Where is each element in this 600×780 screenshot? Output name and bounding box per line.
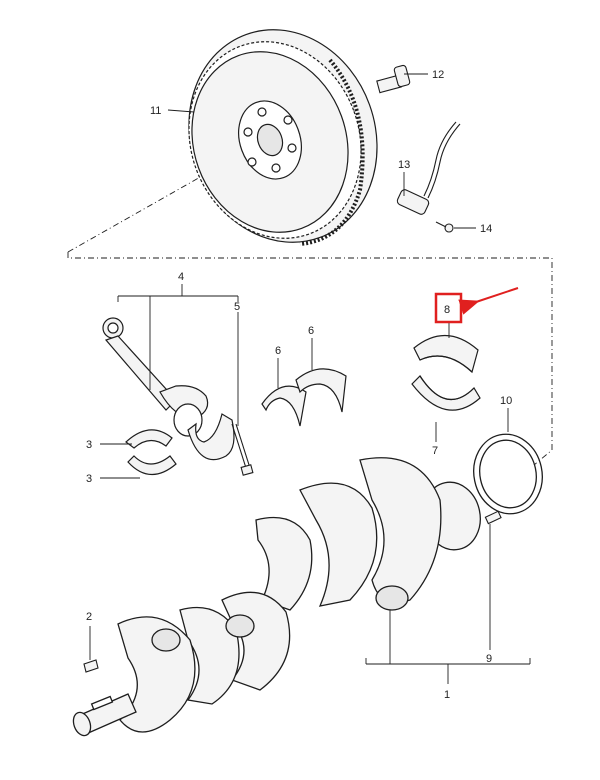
- callout-3a[interactable]: 3: [86, 439, 92, 451]
- callout-4[interactable]: 4: [178, 271, 184, 283]
- rod-bearing-upper[interactable]: [125, 429, 173, 449]
- rod-bearing-lower[interactable]: [127, 455, 177, 476]
- callout-6b[interactable]: 6: [308, 325, 314, 337]
- thrust-washer-left[interactable]: [261, 385, 307, 427]
- connecting-rod[interactable]: [102, 317, 209, 437]
- callout-10[interactable]: 10: [500, 395, 512, 407]
- thrust-washer-right[interactable]: [295, 368, 347, 413]
- crankshaft[interactable]: [70, 457, 486, 738]
- callout-9[interactable]: 9: [486, 653, 492, 665]
- rod-bolt[interactable]: [231, 423, 254, 476]
- callouts: 11 12 13 14 4 5 6 6 3 3 7 10 9 2 1 8: [86, 69, 519, 701]
- flywheel-bolt[interactable]: [376, 64, 411, 94]
- callout-6a[interactable]: 6: [275, 345, 281, 357]
- sensor-screw[interactable]: [435, 221, 454, 233]
- main-bearing-lower[interactable]: [411, 375, 481, 411]
- crank-sensor[interactable]: [396, 121, 461, 216]
- callout-8[interactable]: 8: [444, 304, 450, 316]
- callout-5[interactable]: 5: [234, 301, 240, 313]
- woodruff-key[interactable]: [83, 659, 99, 673]
- callout-2[interactable]: 2: [86, 611, 92, 623]
- highlight-arrow: [458, 287, 519, 315]
- callout-7[interactable]: 7: [432, 445, 438, 457]
- dowel-pin[interactable]: [484, 510, 502, 525]
- callout-12[interactable]: 12: [432, 69, 444, 81]
- callout-14[interactable]: 14: [480, 223, 492, 235]
- callout-11[interactable]: 11: [150, 105, 161, 117]
- main-bearing-upper[interactable]: [413, 334, 479, 374]
- flywheel[interactable]: [160, 3, 407, 269]
- callout-13[interactable]: 13: [398, 159, 410, 171]
- rod-cap[interactable]: [187, 413, 235, 461]
- rear-seal[interactable]: [466, 428, 549, 520]
- callout-1[interactable]: 1: [444, 689, 450, 701]
- leader-lines: [89, 73, 531, 684]
- callout-3b[interactable]: 3: [86, 473, 92, 485]
